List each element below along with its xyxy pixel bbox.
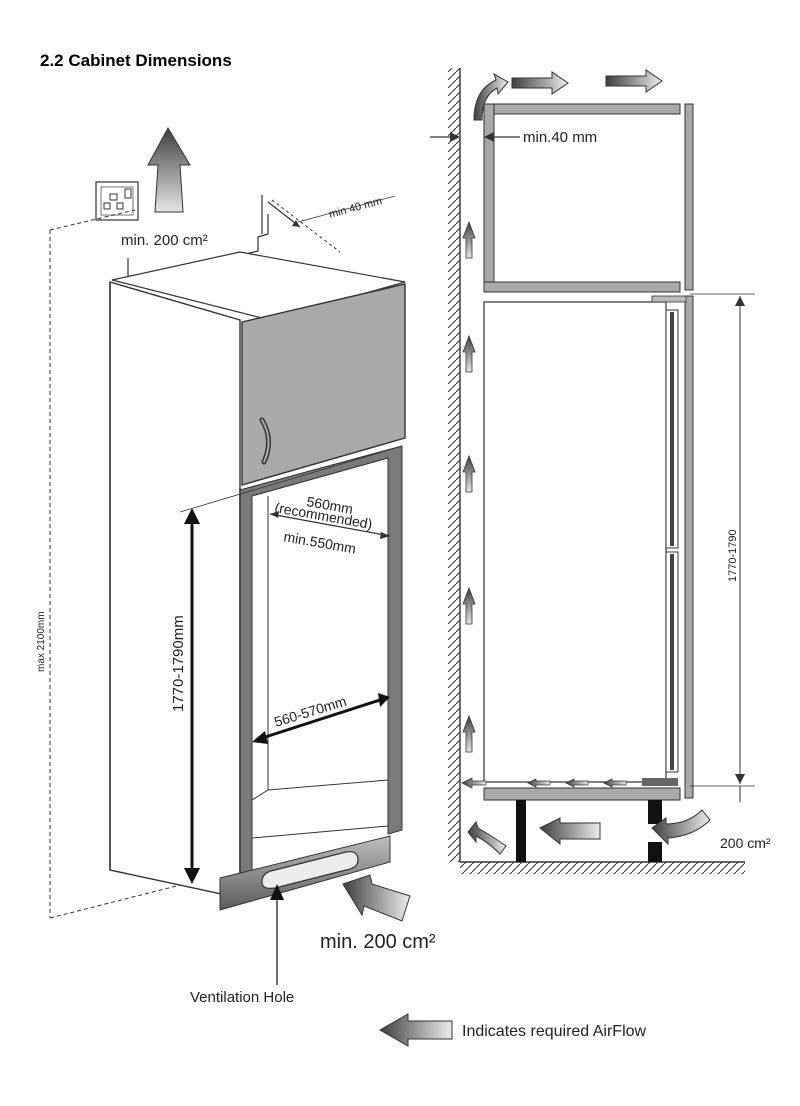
top-gap-label: min 40 mm [328, 195, 384, 221]
top-vent-area-label: min. 200 cm² [121, 232, 208, 249]
right-vent-area-label: 200 cm² [720, 835, 771, 851]
floor-airflow-arrow-right [651, 809, 711, 846]
depth-value-label: 560mm [305, 493, 354, 517]
width-label: 560-570mm [272, 693, 348, 730]
airflow-in-arrow [342, 874, 411, 922]
power-socket-icon [95, 181, 139, 221]
wall-airflow-arrows [462, 220, 476, 753]
cabinet-3d-view: max 2100mm min. 200 cm² min 40 mm [36, 126, 436, 1006]
floor-airflow-arrow-mid [539, 817, 601, 846]
max-height-label: max 2100mm [36, 611, 47, 672]
niche-height-label: 1770-1790mm [170, 615, 187, 712]
installation-side-view: min.40 mm 1770-1790 [430, 68, 771, 874]
bottom-airflow-arrows [461, 777, 627, 789]
ventilation-slot [261, 851, 359, 889]
top-airflow-arrow-1 [511, 71, 569, 95]
section-title: 2.2 Cabinet Dimensions [40, 51, 232, 70]
airflow-legend-arrow-icon [378, 1013, 453, 1047]
appliance-height-label: 1770-1790 [727, 529, 739, 582]
bottom-vent-area-label: min. 200 cm² [320, 931, 436, 953]
top-airflow-arrow-2 [605, 69, 663, 93]
floor-airflow-arrow-left [467, 820, 507, 855]
upper-cabinet-door [241, 283, 406, 486]
airflow-legend: Indicates required AirFlow [378, 1013, 647, 1047]
appliance-body [483, 301, 667, 783]
airflow-up-arrow [147, 126, 191, 213]
depth-min-label: min.550mm [282, 528, 357, 556]
right-top-gap-label: min.40 mm [523, 129, 597, 146]
ventilation-hole-label: Ventilation Hole [190, 989, 294, 1006]
top-curve-airflow-arrow [473, 72, 509, 121]
airflow-legend-label: Indicates required AirFlow [462, 1023, 647, 1040]
